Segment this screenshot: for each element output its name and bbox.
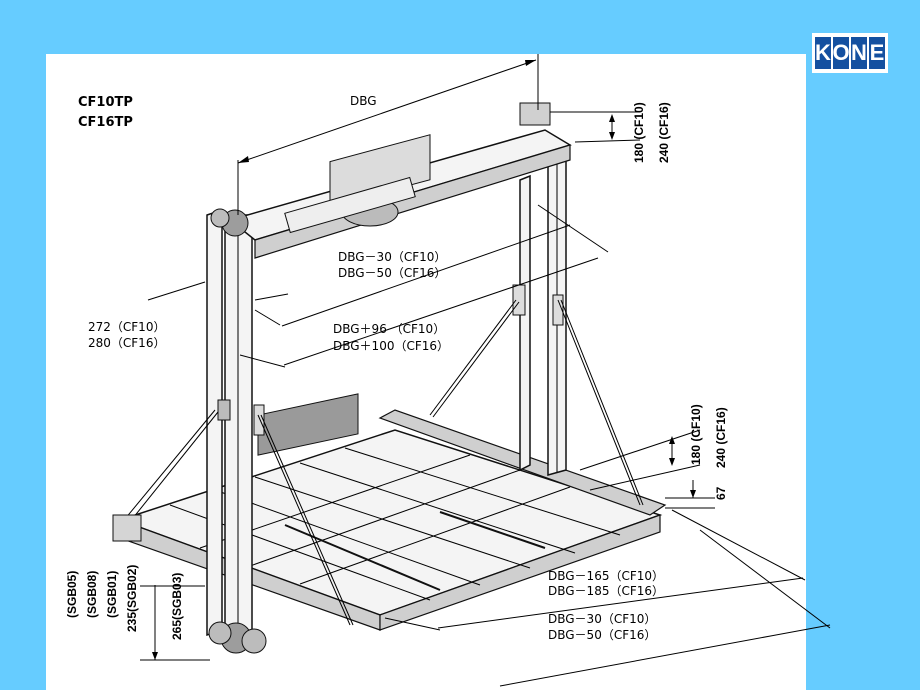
top-beam-front — [254, 144, 571, 259]
logo-letter: K — [815, 37, 831, 69]
bottom-gap-label: 67 — [714, 486, 728, 500]
inner-cf16-label: DBG－50（CF16） — [338, 266, 446, 280]
floor-left-block — [112, 514, 142, 542]
logo-letter: N — [851, 37, 867, 69]
kone-logo: K O N E — [812, 33, 888, 73]
diagram-labels: CF10TP CF16TP DBG 180 (CF10) 240 (CF16) … — [65, 94, 728, 642]
logo-letter: E — [869, 37, 885, 69]
inner-cf10-label: DBG－30（CF10） — [338, 250, 446, 264]
vertical-265: 265(SGB03) — [170, 573, 184, 640]
floor-cf16-a-label: DBG－185（CF16） — [548, 584, 664, 598]
outer-cf16-label: DBG＋100（CF16） — [333, 339, 449, 353]
model-label-cf10tp: CF10TP — [78, 95, 133, 110]
offset-cf16-label: 280（CF16） — [88, 336, 165, 350]
bottom-height-cf10: 180 (CF10) — [689, 404, 703, 465]
top-right-bracket — [519, 102, 551, 126]
outer-cf10-label: DBG＋96 （CF10） — [333, 322, 445, 336]
floor-cf16-b-label: DBG－50（CF16） — [548, 628, 656, 642]
dimension-lines — [140, 54, 831, 687]
vertical-sgb08: (SGB08) — [85, 571, 99, 618]
floor-cf10-a-label: DBG－165（CF10） — [548, 569, 664, 583]
floor-ribs — [257, 393, 359, 456]
vertical-sgb05: (SGB05) — [65, 571, 79, 618]
top-height-cf10: 180 (CF10) — [632, 102, 646, 163]
model-label-cf16tp: CF16TP — [78, 115, 133, 130]
vertical-sgb01: (SGB01) — [105, 571, 119, 618]
vertical-235: 235(SGB02) — [125, 565, 139, 632]
top-height-cf16: 240 (CF16) — [657, 102, 671, 163]
right-rear-post — [519, 174, 531, 472]
floor-right-edge — [379, 514, 661, 631]
bottom-height-cf16: 240 (CF16) — [714, 407, 728, 468]
offset-cf10-label: 272（CF10） — [88, 320, 165, 334]
logo-letter: O — [832, 37, 850, 69]
car-frame-drawing — [112, 102, 667, 654]
dbg-label: DBG — [350, 94, 377, 108]
floor-cf10-b-label: DBG－30（CF10） — [548, 612, 656, 626]
